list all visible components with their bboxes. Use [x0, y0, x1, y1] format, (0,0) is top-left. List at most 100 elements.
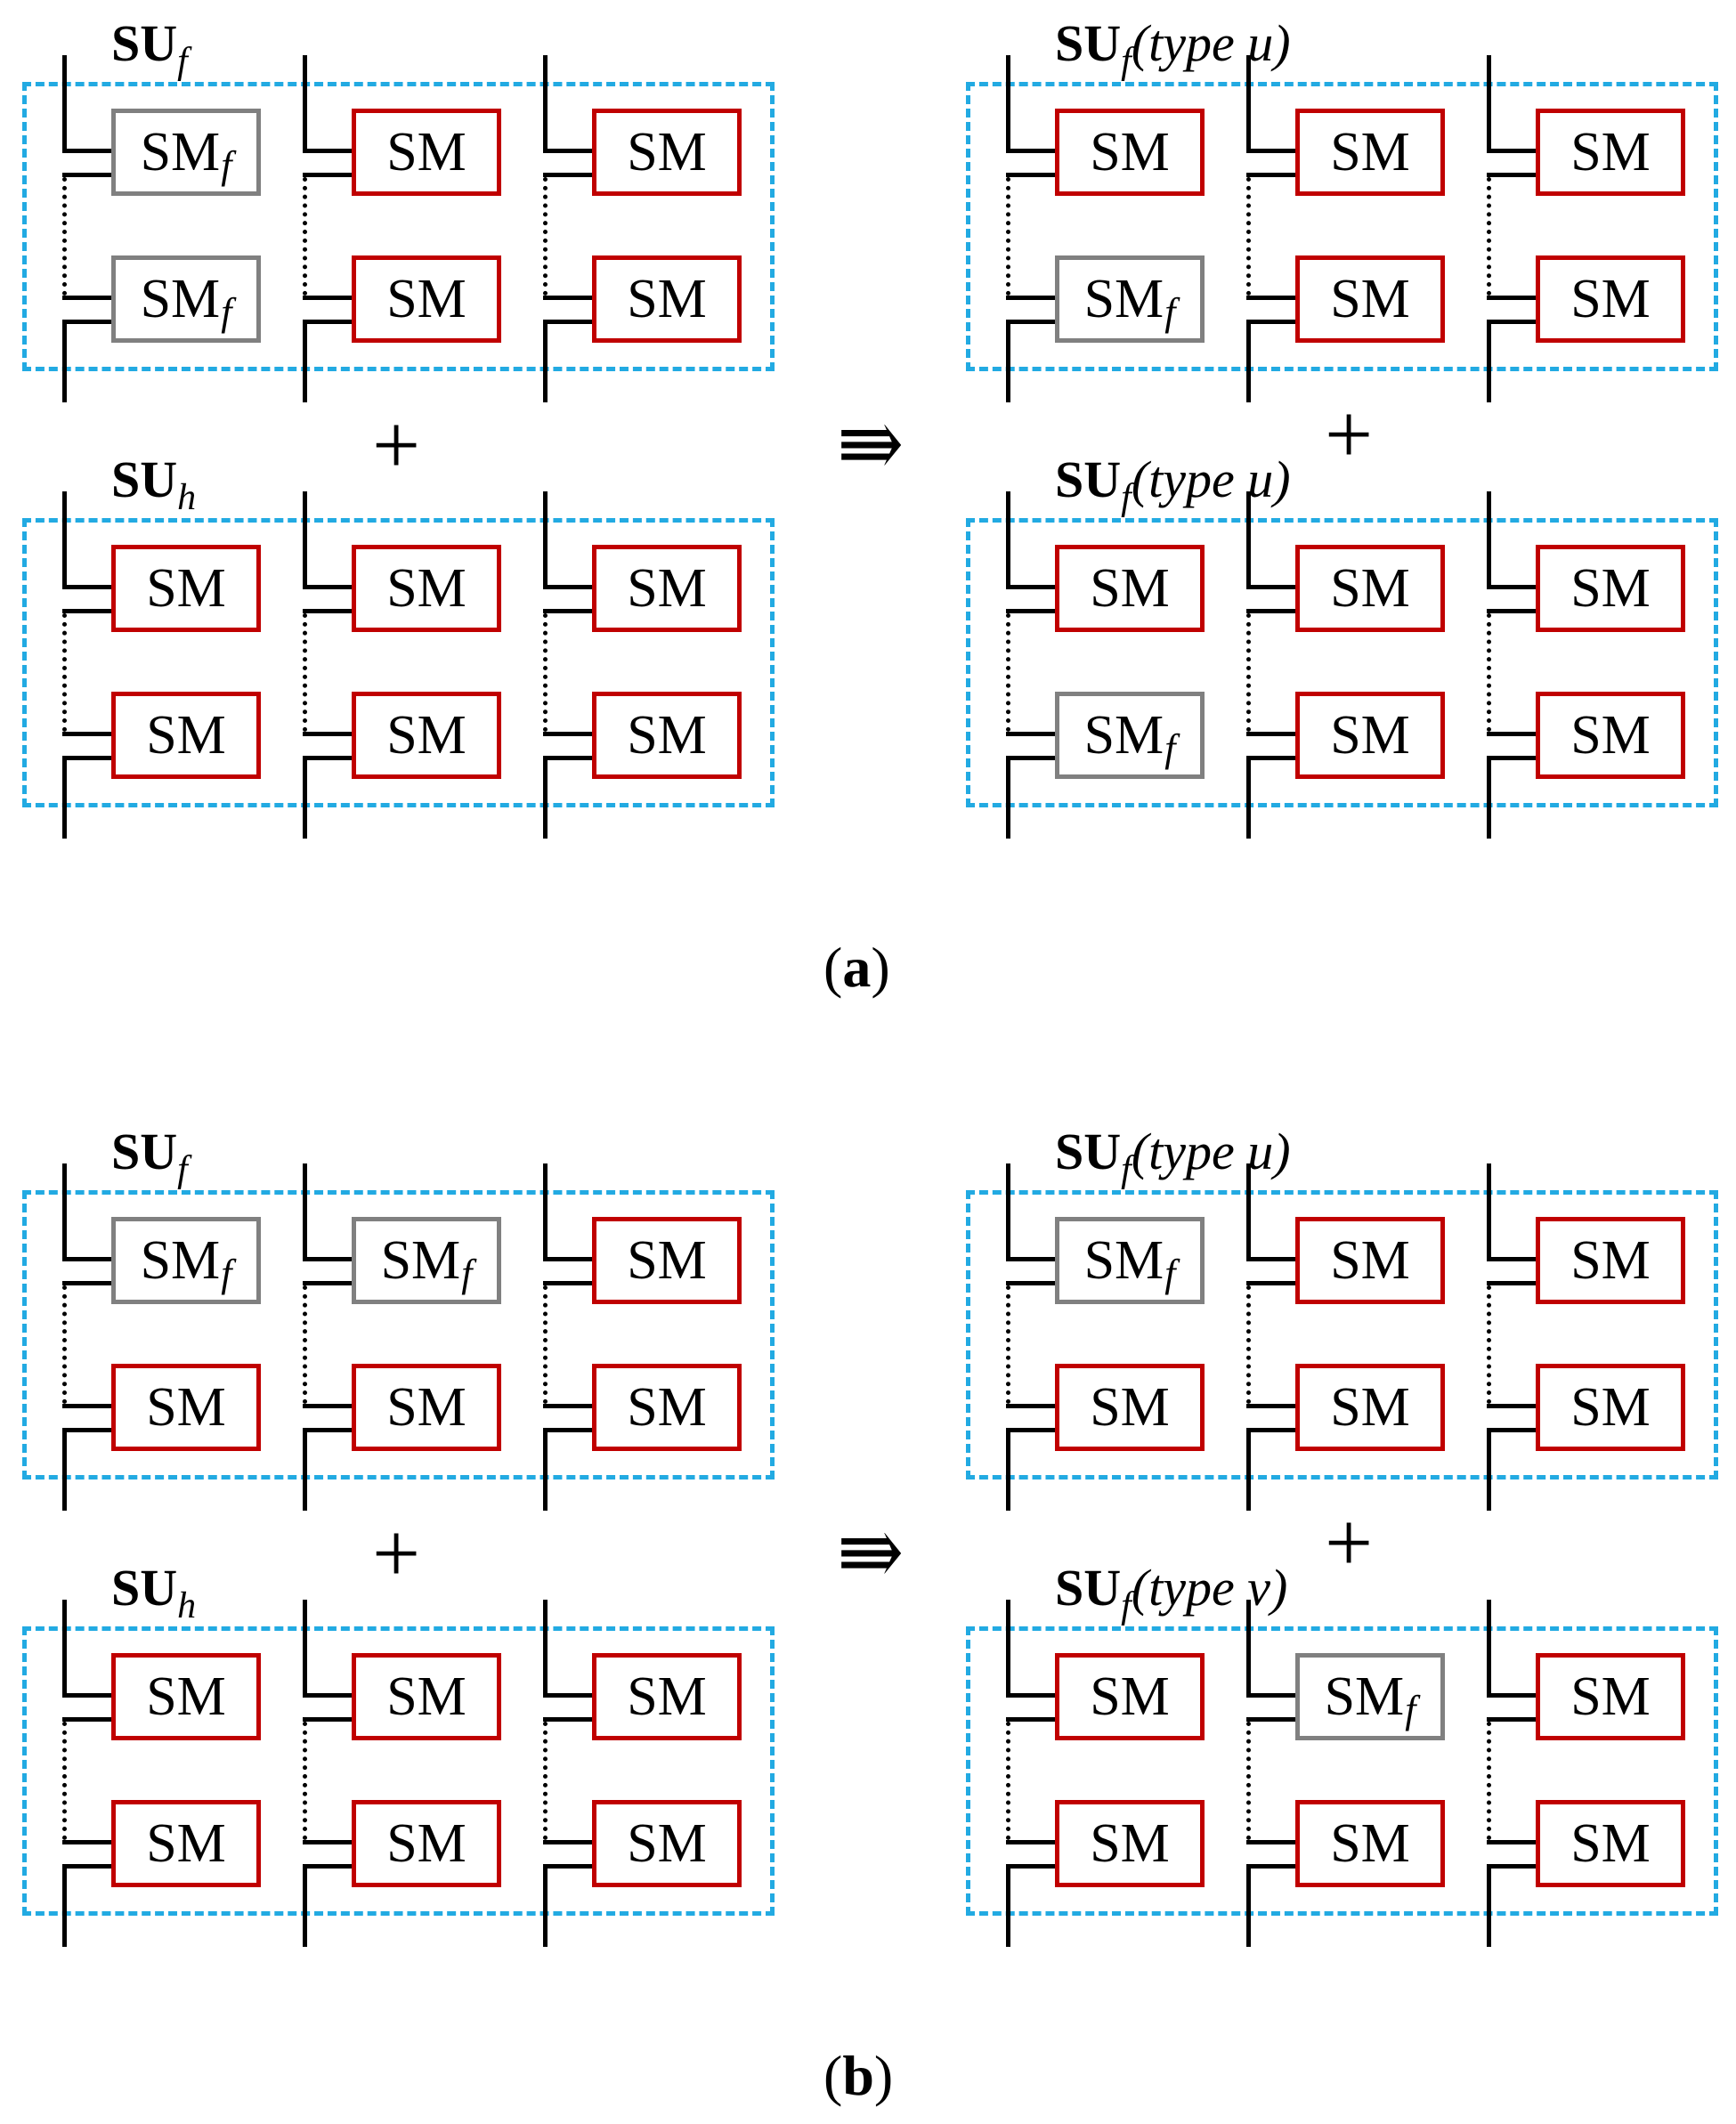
series-dotted-link: [303, 177, 307, 296]
submodule-label: SM: [627, 121, 707, 182]
bus-connector: [303, 1428, 352, 1432]
unit-title-subscript: h: [177, 1585, 197, 1626]
unit-title: SUf(type u): [1055, 1123, 1291, 1189]
bus-connector: [1246, 1428, 1295, 1432]
submodule-label: SM: [1330, 121, 1410, 182]
panel-label-close: ): [873, 2044, 894, 2107]
bus-connector: [62, 320, 111, 324]
submodule: SM: [111, 1800, 261, 1887]
implies-arrow: ⇛: [837, 1509, 905, 1597]
bus-connector: [543, 173, 592, 177]
unit-title: SUh: [111, 1562, 196, 1625]
submodule: SM: [592, 692, 742, 779]
submodule-label: SM: [146, 1666, 226, 1727]
bus-connector: [1487, 1693, 1536, 1698]
bus-connector: [303, 296, 352, 300]
submodule-label: SM: [1330, 704, 1410, 766]
submodule-label: SM: [627, 704, 707, 766]
submodule-label: SM: [1090, 557, 1170, 619]
unit-title-type: (type u): [1131, 1123, 1291, 1180]
submodule-label: SM: [627, 557, 707, 619]
bus-connector: [543, 1840, 592, 1844]
unit-title-type: (type u): [1131, 14, 1291, 72]
unit-title-subscript: f: [1121, 1149, 1132, 1190]
bus-connector: [1006, 296, 1055, 300]
series-dotted-link: [1246, 1722, 1251, 1840]
bus-connector: [1487, 1717, 1536, 1722]
bus-connector: [62, 1404, 111, 1408]
plus-sign: +: [1325, 386, 1374, 482]
bus-line: [543, 1600, 548, 1693]
bus-connector: [62, 296, 111, 300]
submodule: SM: [352, 255, 501, 343]
submodule: SM: [592, 109, 742, 196]
bus-line: [303, 756, 307, 839]
bus-line: [1006, 491, 1010, 585]
submodule: SM: [352, 692, 501, 779]
unit-title-name: SU: [1055, 1559, 1122, 1617]
bus-line: [1006, 1600, 1010, 1693]
bus-connector: [543, 149, 592, 153]
bus-line: [1487, 1428, 1491, 1511]
bus-connector: [1006, 1717, 1055, 1722]
submodule: SM: [1536, 109, 1685, 196]
unit-title: SUf(type u): [1055, 454, 1291, 517]
bus-connector: [543, 756, 592, 760]
bus-connector: [303, 1281, 352, 1285]
plus-sign: +: [1325, 1495, 1374, 1590]
submodule-unit-box: [966, 1190, 1718, 1480]
submodule-label: SM: [146, 557, 226, 619]
submodule-unit-box: [966, 518, 1718, 807]
faulty-subscript: f: [221, 289, 232, 334]
bus-line: [1006, 320, 1010, 402]
submodule: SM: [1536, 1800, 1685, 1887]
submodule-label: SM: [1090, 1812, 1170, 1874]
bus-connector: [303, 1717, 352, 1722]
bus-connector: [303, 1693, 352, 1698]
series-dotted-link: [1246, 613, 1251, 732]
bus-line: [543, 1428, 548, 1511]
submodule-label: SM: [1570, 704, 1651, 766]
bus-line: [543, 320, 548, 402]
submodule: SM: [1295, 1800, 1445, 1887]
series-dotted-link: [1006, 1722, 1010, 1840]
submodule-label: SM: [1083, 268, 1164, 329]
bus-connector: [62, 1840, 111, 1844]
panel-label-letter: b: [842, 2044, 874, 2107]
submodule-label: SM: [1083, 704, 1164, 766]
bus-connector: [62, 732, 111, 736]
series-dotted-link: [543, 177, 548, 296]
unit-title-subscript: f: [177, 41, 188, 82]
submodule: SM: [111, 1653, 261, 1740]
bus-connector: [62, 609, 111, 613]
bus-connector: [1246, 149, 1295, 153]
submodule: SM: [352, 1800, 501, 1887]
bus-line: [303, 491, 307, 585]
bus-connector: [1487, 1428, 1536, 1432]
series-dotted-link: [62, 613, 67, 732]
submodule: SM: [111, 1364, 261, 1451]
bus-connector: [543, 320, 592, 324]
submodule: SM: [592, 1217, 742, 1304]
bus-connector: [62, 1864, 111, 1869]
series-dotted-link: [543, 1722, 548, 1840]
panel-label: (b): [823, 2047, 893, 2104]
bus-line: [543, 55, 548, 149]
series-dotted-link: [62, 177, 67, 296]
bus-line: [543, 756, 548, 839]
bus-line: [62, 320, 67, 402]
submodule: SM: [1055, 109, 1205, 196]
submodule: SM: [1295, 692, 1445, 779]
bus-line: [1246, 1600, 1251, 1693]
submodule: SM: [592, 545, 742, 632]
submodule: SM: [1536, 545, 1685, 632]
submodule: SM: [592, 1800, 742, 1887]
submodule: SM: [1055, 1364, 1205, 1451]
series-dotted-link: [1487, 177, 1491, 296]
bus-connector: [1246, 732, 1295, 736]
submodule-label: SM: [380, 1229, 461, 1291]
series-dotted-link: [303, 1722, 307, 1840]
bus-connector: [1246, 1840, 1295, 1844]
